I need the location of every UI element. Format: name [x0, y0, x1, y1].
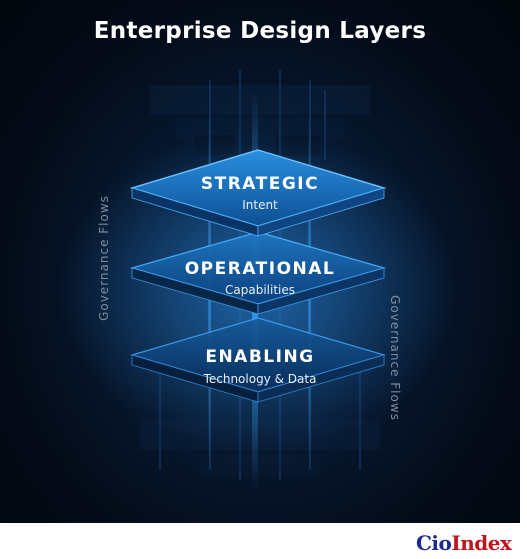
layer-operational-title: OPERATIONAL	[184, 259, 336, 279]
governance-flows-left-label: Governance Flows	[97, 195, 111, 321]
diagram-panel: Enterprise Design Layers STRATEGIC Inten…	[0, 0, 520, 523]
layer-strategic-title: STRATEGIC	[200, 174, 320, 194]
layer-operational	[129, 231, 387, 315]
layer-strategic-subtitle: Intent	[242, 198, 278, 212]
page-title: Enterprise Design Layers	[93, 18, 427, 44]
governance-flows-right-label: Governance Flows	[388, 295, 402, 421]
cioindex-logo: CioIndex	[416, 531, 512, 555]
logo-part-cio: Cio	[416, 531, 452, 555]
layers-graphic	[58, 70, 458, 490]
layer-enabling-subtitle: Technology & Data	[203, 372, 317, 386]
logo-part-index: Index	[451, 531, 512, 555]
layer-enabling-title: ENABLING	[205, 347, 315, 367]
layer-operational-subtitle: Capabilities	[225, 283, 295, 297]
layer-strategic	[129, 149, 387, 237]
layer-enabling	[129, 317, 387, 403]
